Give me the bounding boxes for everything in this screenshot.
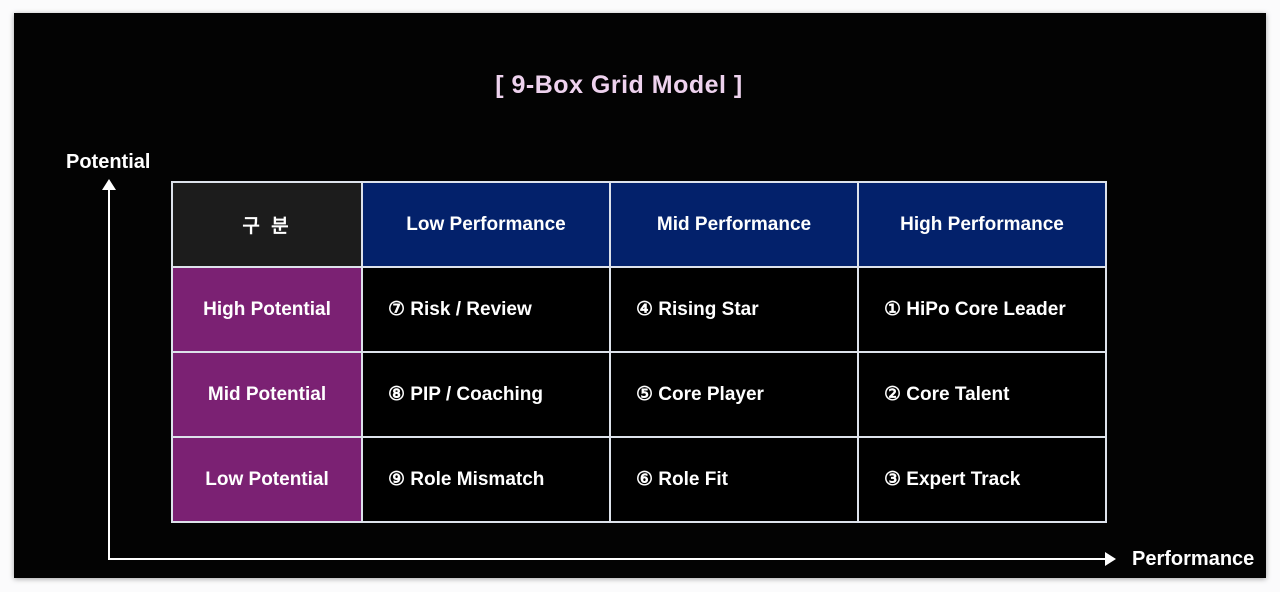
table-row-high-potential: High Potential ⑦ Risk / Review ④ Rising … — [171, 266, 1107, 353]
diagram-panel: [ 9-Box Grid Model ] Potential Performan… — [14, 13, 1266, 578]
grid-cell-core-talent: ② Core Talent — [857, 351, 1107, 438]
column-header-mid-performance: Mid Performance — [609, 181, 859, 268]
table-row-mid-potential: Mid Potential ⑧ PIP / Coaching ⑤ Core Pl… — [171, 351, 1107, 438]
grid-cell-pip-coaching: ⑧ PIP / Coaching — [361, 351, 611, 438]
performance-axis-label: Performance — [1132, 548, 1255, 570]
corner-header-cell: 구 분 — [171, 181, 363, 268]
row-label-mid-potential: Mid Potential — [171, 351, 363, 438]
grid-cell-risk-review: ⑦ Risk / Review — [361, 266, 611, 353]
diagram-title: [ 9-Box Grid Model ] — [495, 71, 743, 99]
grid-cell-hipo-core-leader: ① HiPo Core Leader — [857, 266, 1107, 353]
column-header-high-performance: High Performance — [857, 181, 1107, 268]
performance-axis-line — [108, 552, 1116, 566]
row-label-low-potential: Low Potential — [171, 436, 363, 523]
potential-axis-label: Potential — [66, 151, 151, 173]
nine-box-grid-table: 구 분 Low Performance Mid Performance High… — [171, 181, 1107, 523]
header-row: 구 분 Low Performance Mid Performance High… — [171, 181, 1107, 268]
right-arrowhead-icon — [1105, 552, 1116, 566]
potential-axis-line — [102, 179, 116, 560]
grid-cell-rising-star: ④ Rising Star — [609, 266, 859, 353]
table-row-low-potential: Low Potential ⑨ Role Mismatch ⑥ Role Fit… — [171, 436, 1107, 523]
grid-cell-role-mismatch: ⑨ Role Mismatch — [361, 436, 611, 523]
column-header-low-performance: Low Performance — [361, 181, 611, 268]
row-label-high-potential: High Potential — [171, 266, 363, 353]
grid-cell-role-fit: ⑥ Role Fit — [609, 436, 859, 523]
up-arrowhead-icon — [102, 179, 116, 190]
grid-cell-expert-track: ③ Expert Track — [857, 436, 1107, 523]
grid-cell-core-player: ⑤ Core Player — [609, 351, 859, 438]
